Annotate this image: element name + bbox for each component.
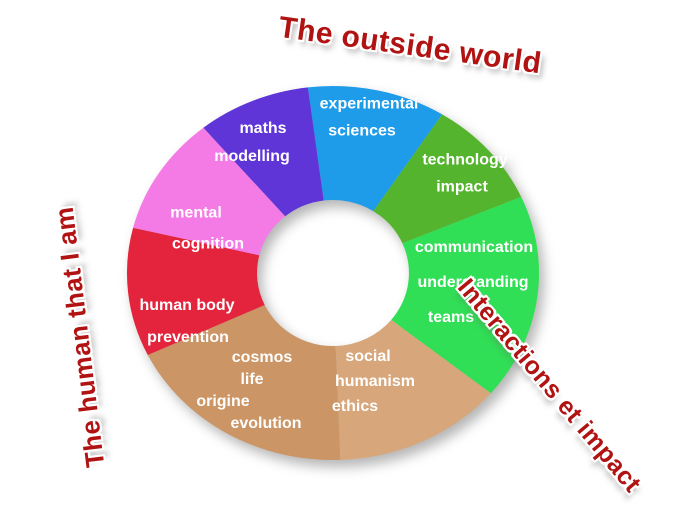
wedge-human-body-prevention — [126, 227, 265, 355]
wedge-cosmos-life-origine-evolution — [147, 305, 341, 461]
wedge-maths-modelling — [203, 87, 324, 217]
wedge-experimental-sciences — [307, 85, 443, 212]
wedge-technology-impact — [373, 114, 522, 244]
wedge-social-humanism-ethics — [335, 319, 491, 460]
wedge-communication-understanding-teams — [391, 196, 540, 394]
wedge-mental-cognition — [133, 127, 286, 256]
